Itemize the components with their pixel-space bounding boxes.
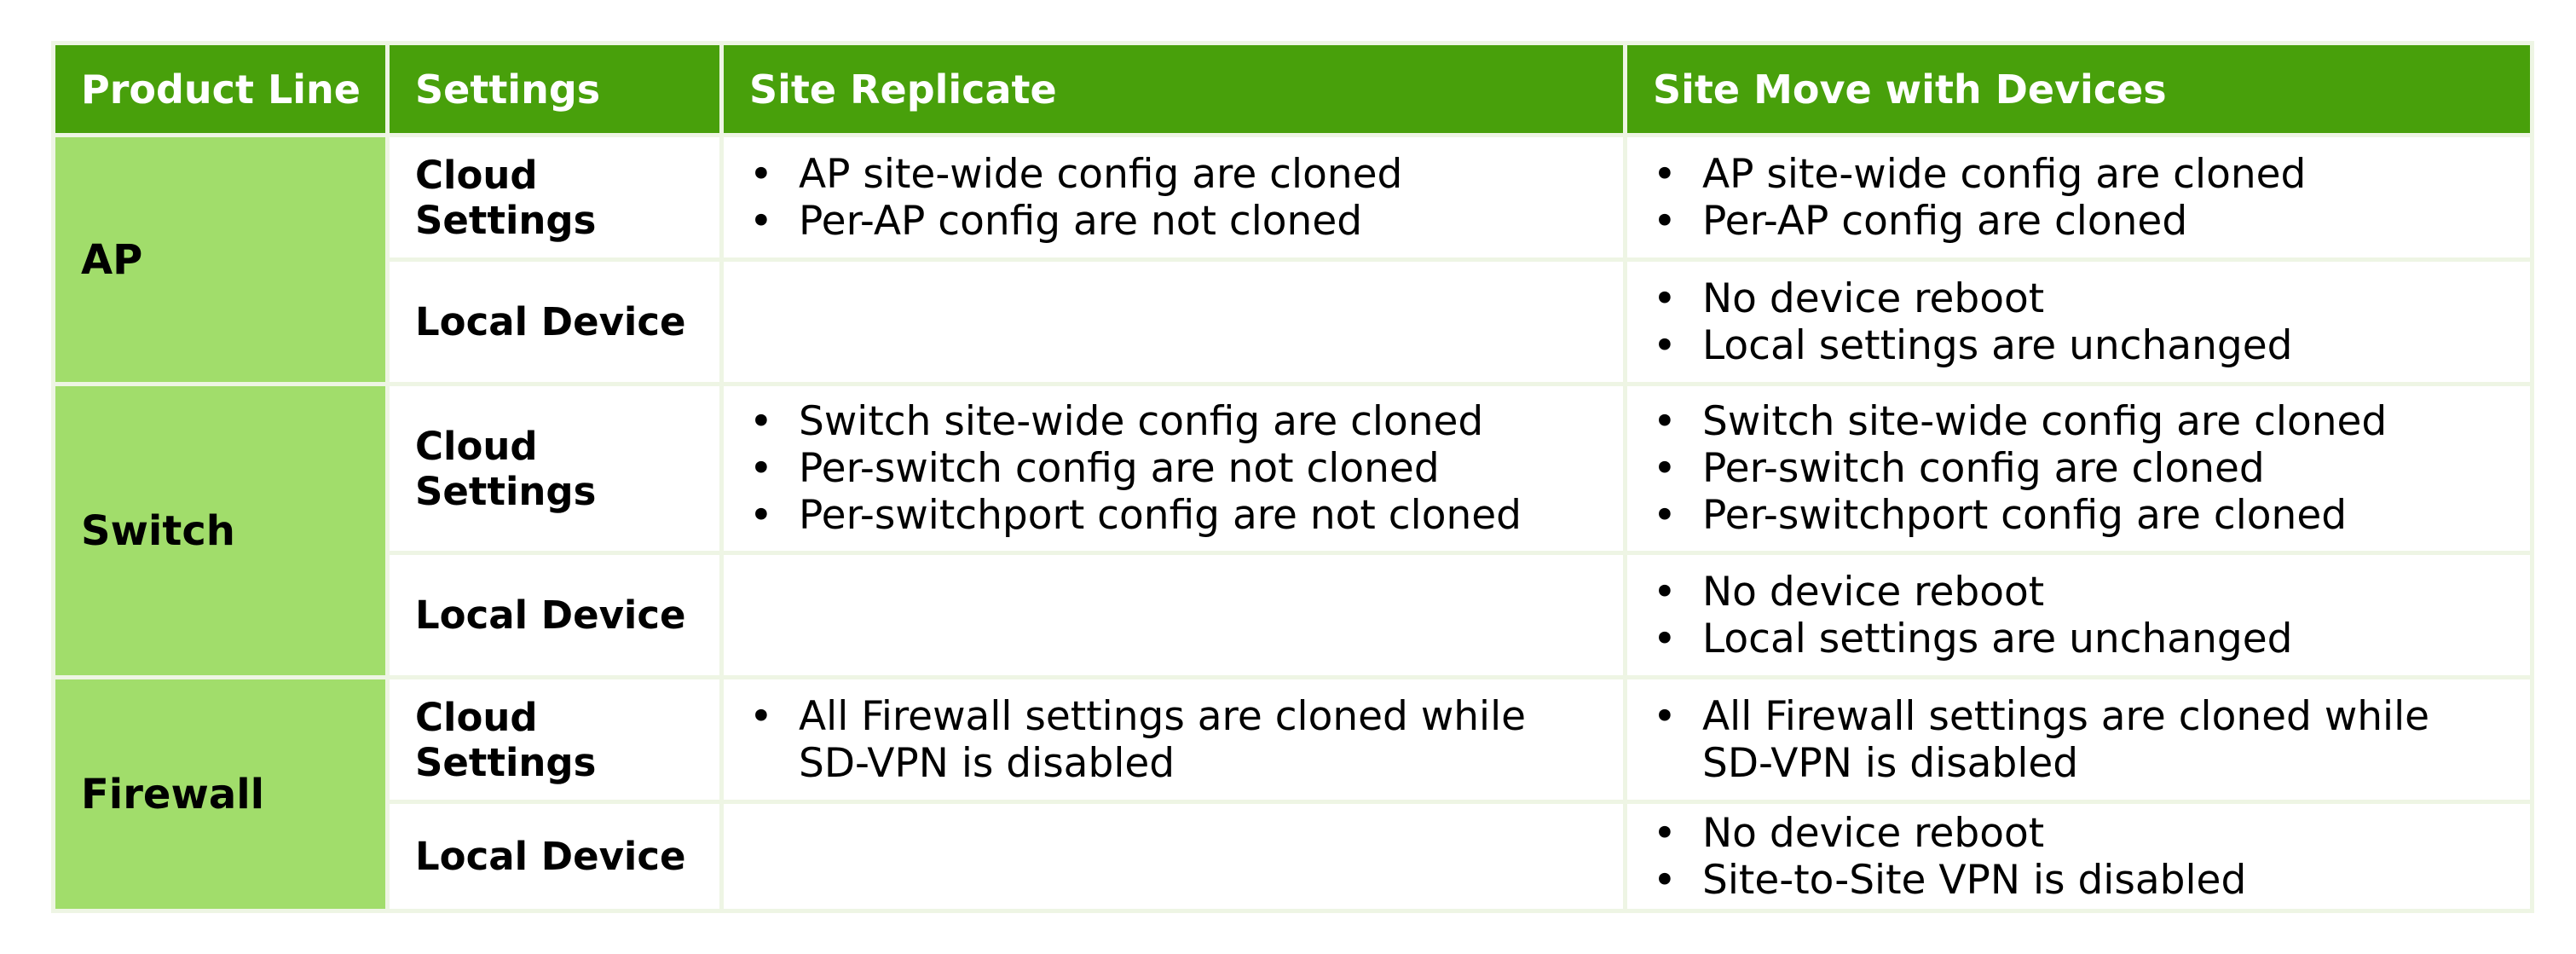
bullet-list: No device reboot Local settings are unch… [1653,569,2496,662]
site-comparison-table: Product Line Settings Site Replicate Sit… [51,41,2534,913]
list-item: AP site-wide config are cloned [1653,151,2496,198]
product-line-cell: AP [51,133,390,386]
list-item: Switch site-wide config are cloned [1653,398,2496,445]
list-item: All Firewall settings are cloned while S… [1653,693,2496,787]
list-item: All Firewall settings are cloned while S… [749,693,1589,787]
header-product-line: Product Line [51,41,390,137]
bullet-list: All Firewall settings are cloned while S… [749,693,1589,787]
settings-cell: Local Device [385,551,724,679]
list-item: Switch site-wide config are cloned [749,398,1589,445]
settings-cell: Local Device [385,257,724,386]
site-move-cell: No device reboot Site-to-Site VPN is dis… [1623,800,2534,913]
bullet-list: Switch site-wide config are cloned Per-s… [1653,398,2496,539]
site-replicate-cell [719,257,1627,386]
list-item: Per-AP config are not cloned [749,198,1589,245]
header-row: Product Line Settings Site Replicate Sit… [51,41,2534,137]
header-site-move-with-devices: Site Move with Devices [1623,41,2534,137]
list-item: Per-AP config are cloned [1653,198,2496,245]
header-site-replicate: Site Replicate [719,41,1627,137]
site-replicate-cell: All Firewall settings are cloned while S… [719,675,1627,804]
comparison-table-container: Product Line Settings Site Replicate Sit… [51,41,2534,913]
list-item: Per-switchport config are cloned [1653,492,2496,539]
bullet-list: No device reboot Site-to-Site VPN is dis… [1653,810,2496,904]
list-item: Local settings are unchanged [1653,322,2496,369]
table-row: Local Device No device reboot Site-to-Si… [54,800,2534,913]
table-row: Firewall Cloud Settings All Firewall set… [51,675,2534,913]
settings-cell: Cloud Settings [385,382,724,555]
settings-cell: Cloud Settings [385,675,724,804]
bullet-list: Switch site-wide config are cloned Per-s… [749,398,1589,539]
list-item: Site-to-Site VPN is disabled [1653,857,2496,904]
bullet-list: No device reboot Local settings are unch… [1653,275,2496,369]
bullet-list: AP site-wide config are cloned Per-AP co… [1653,151,2496,245]
site-move-cell: No device reboot Local settings are unch… [1623,257,2534,386]
site-move-cell: All Firewall settings are cloned while S… [1623,675,2534,804]
site-move-cell: No device reboot Local settings are unch… [1623,551,2534,679]
site-move-cell: AP site-wide config are cloned Per-AP co… [1623,133,2534,262]
bullet-list: All Firewall settings are cloned while S… [1653,693,2496,787]
site-replicate-cell: Switch site-wide config are cloned Per-s… [719,382,1627,555]
table-row: Local Device No device reboot Local sett… [54,257,2534,386]
list-item: No device reboot [1653,810,2496,857]
list-item: No device reboot [1653,569,2496,616]
table-row: Switch Cloud Settings Switch site-wide c… [51,382,2534,679]
settings-cell: Cloud Settings [385,133,724,262]
list-item: Local settings are unchanged [1653,616,2496,662]
site-replicate-cell [719,551,1627,679]
bullet-list: AP site-wide config are cloned Per-AP co… [749,151,1589,245]
list-item: Per-switch config are not cloned [749,445,1589,492]
site-replicate-cell [719,800,1627,913]
product-line-cell: Switch [51,382,390,679]
list-item: AP site-wide config are cloned [749,151,1589,198]
list-item: Per-switchport config are not cloned [749,492,1589,539]
settings-cell: Local Device [385,800,724,913]
list-item: Per-switch config are cloned [1653,445,2496,492]
table-row: Local Device No device reboot Local sett… [54,551,2534,679]
list-item: No device reboot [1653,275,2496,322]
site-move-cell: Switch site-wide config are cloned Per-s… [1623,382,2534,555]
site-replicate-cell: AP site-wide config are cloned Per-AP co… [719,133,1627,262]
product-line-cell: Firewall [51,675,390,913]
header-settings: Settings [385,41,724,137]
table-row: AP Cloud Settings AP site-wide config ar… [51,133,2534,386]
